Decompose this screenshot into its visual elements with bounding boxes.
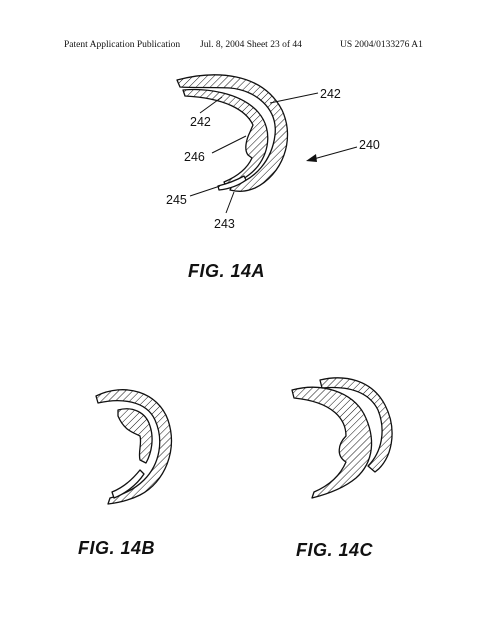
ref-label-242-outer: 242 bbox=[320, 87, 341, 101]
ref-label-240: 240 bbox=[359, 138, 380, 152]
fig-14c-drawing bbox=[291, 377, 393, 499]
fig-14a-caption: FIG. 14A bbox=[188, 261, 266, 281]
fig-14b-caption: FIG. 14B bbox=[78, 538, 156, 558]
fig-14b-outer-shell bbox=[95, 389, 172, 505]
ref-label-242-inner: 242 bbox=[190, 115, 211, 129]
ref-label-245: 245 bbox=[166, 193, 187, 207]
leader-242-inner bbox=[199, 96, 223, 114]
leader-245 bbox=[189, 185, 221, 197]
ref-label-246: 246 bbox=[184, 150, 205, 164]
arrowhead-240 bbox=[306, 154, 317, 162]
patent-number: US 2004/0133276 A1 bbox=[340, 40, 423, 50]
leader-246 bbox=[211, 135, 247, 154]
fig-14c-caption: FIG. 14C bbox=[296, 540, 374, 560]
fig-14b-drawing bbox=[95, 389, 172, 505]
fig-14a-lower-lip bbox=[217, 175, 247, 191]
ref-label-243: 243 bbox=[214, 217, 235, 231]
date-and-sheet: Jul. 8, 2004 Sheet 23 of 44 bbox=[200, 40, 302, 50]
fig-14b-lower-lip bbox=[111, 469, 145, 499]
leader-240 bbox=[309, 146, 358, 161]
page-header: Patent Application Publication Jul. 8, 2… bbox=[0, 40, 496, 56]
fig-14c-inner-shell bbox=[291, 386, 373, 499]
fig-14a-inner-shell bbox=[182, 88, 269, 187]
fig-14a-drawing bbox=[176, 74, 358, 214]
fig-14c-outer-shell bbox=[319, 377, 393, 473]
fig-14b-inner-shell bbox=[117, 408, 153, 464]
leader-242-outer bbox=[269, 92, 319, 104]
publication-type: Patent Application Publication bbox=[64, 40, 181, 50]
leader-243 bbox=[225, 191, 235, 214]
